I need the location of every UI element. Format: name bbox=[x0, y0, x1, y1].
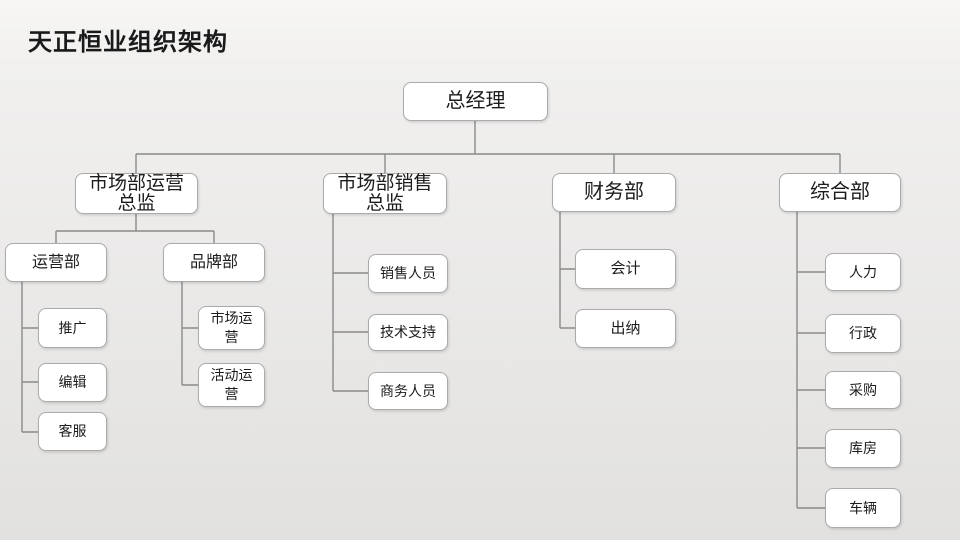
node-general-affairs-dept: 综合部 bbox=[779, 173, 901, 212]
node-editing: 编辑 bbox=[38, 363, 107, 402]
node-marketing-ops-director: 市场部运营 总监 bbox=[75, 173, 198, 214]
node-sales-staff: 销售人员 bbox=[368, 254, 448, 293]
node-event-operations: 活动运 营 bbox=[198, 363, 265, 407]
node-market-operations: 市场运 营 bbox=[198, 306, 265, 350]
connector-general-affairs-branch bbox=[796, 212, 825, 509]
connector-marketing-ops-branch bbox=[55, 214, 215, 243]
connector-finance-branch bbox=[559, 212, 575, 329]
node-brand-dept: 品牌部 bbox=[163, 243, 265, 282]
node-customer-service: 客服 bbox=[38, 412, 107, 451]
node-promotion: 推广 bbox=[38, 308, 107, 348]
node-operations-dept: 运营部 bbox=[5, 243, 107, 282]
node-procurement: 采购 bbox=[825, 371, 901, 409]
node-warehouse: 库房 bbox=[825, 429, 901, 468]
node-finance-dept: 财务部 bbox=[552, 173, 676, 212]
node-marketing-sales-director: 市场部销售 总监 bbox=[323, 173, 447, 214]
connector-brand-dept-branch bbox=[181, 282, 198, 386]
node-general-manager: 总经理 bbox=[403, 82, 548, 121]
node-accounting: 会计 bbox=[575, 249, 676, 289]
page-title: 天正恒业组织架构 bbox=[28, 29, 228, 56]
connector-operations-dept-branch bbox=[21, 282, 38, 433]
connector-root bbox=[135, 121, 841, 173]
node-business-staff: 商务人员 bbox=[368, 372, 448, 410]
node-cashier: 出纳 bbox=[575, 309, 676, 348]
connector-marketing-sales-branch bbox=[332, 214, 368, 392]
node-admin: 行政 bbox=[825, 314, 901, 353]
node-hr: 人力 bbox=[825, 253, 901, 291]
node-vehicles: 车辆 bbox=[825, 488, 901, 528]
node-tech-support: 技术支持 bbox=[368, 314, 448, 351]
